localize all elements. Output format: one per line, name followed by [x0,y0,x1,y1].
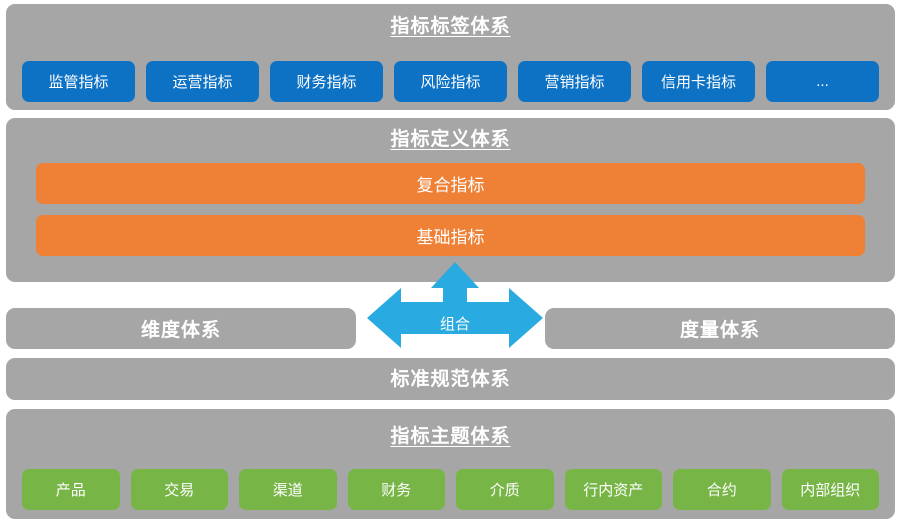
tag-chip-label: 监管指标 [48,74,109,91]
tag-chip-yingxiao[interactable]: 营销指标 [518,61,631,102]
subject-chip-label: 财务 [381,482,412,499]
tag-chip-caiwu[interactable]: 财务指标 [270,61,383,102]
subject-chip-label: 介质 [489,482,520,499]
subject-chip-label: 行内资产 [583,482,644,499]
tag-chip-more[interactable]: ... [766,61,879,102]
subject-chip-medium[interactable]: 介质 [456,469,554,510]
panel-tag-system-title: 指标标签体系 [390,16,511,37]
tag-chip-xinyongka[interactable]: 信用卡指标 [642,61,755,102]
subject-chip-label: 交易 [164,482,195,499]
bar-basic-indicator[interactable]: 基础指标 [36,215,865,256]
tag-chip-label: 财务指标 [296,74,357,91]
subject-chip-channel[interactable]: 渠道 [239,469,337,510]
panel-standard-system-title: 标准规范体系 [390,369,511,390]
subject-chip-label: 渠道 [272,482,303,499]
tag-chip-label: 信用卡指标 [660,74,736,91]
tag-chip-row: 监管指标 运营指标 财务指标 风险指标 营销指标 信用卡指标 ... [22,61,879,102]
tag-chip-label: 营销指标 [544,74,605,91]
subject-chip-internal-org[interactable]: 内部组织 [781,469,879,510]
subject-chip-label: 产品 [55,482,86,499]
subject-chip-product[interactable]: 产品 [22,469,120,510]
tag-chip-jianguan[interactable]: 监管指标 [22,61,135,102]
box-dimension-system-label: 维度体系 [140,320,221,341]
box-measure-system[interactable]: 度量体系 [545,308,895,349]
bar-composite-indicator[interactable]: 复合指标 [36,163,865,204]
box-measure-system-label: 度量体系 [679,320,760,341]
panel-standard-system: 标准规范体系 [6,358,895,400]
tag-chip-label: 风险指标 [420,74,481,91]
tag-chip-fengxian[interactable]: 风险指标 [394,61,507,102]
subject-chip-transaction[interactable]: 交易 [130,469,228,510]
panel-subject-system-title: 指标主题体系 [390,426,511,447]
panel-definition-system: 指标定义体系 复合指标 基础指标 [6,118,895,282]
subject-chip-row: 产品 交易 渠道 财务 介质 行内资产 合约 内部组织 [22,469,879,510]
combination-arrow-icon [367,262,543,348]
box-dimension-system[interactable]: 维度体系 [6,308,356,349]
panel-definition-system-title: 指标定义体系 [390,129,511,150]
subject-chip-label: 合约 [706,482,737,499]
subject-chip-contract[interactable]: 合约 [673,469,771,510]
panel-tag-system: 指标标签体系 监管指标 运营指标 财务指标 风险指标 营销指标 信用卡指标 ..… [6,4,895,110]
tag-chip-label: ... [816,73,829,90]
tag-chip-label: 运营指标 [172,74,233,91]
bar-label: 复合指标 [416,176,485,195]
tag-chip-yunying[interactable]: 运营指标 [146,61,259,102]
panel-subject-system: 指标主题体系 产品 交易 渠道 财务 介质 行内资产 合约 内部组织 [6,409,895,519]
subject-chip-label: 内部组织 [800,482,861,499]
bar-label: 基础指标 [416,228,485,247]
subject-chip-finance[interactable]: 财务 [347,469,445,510]
subject-chip-internal-assets[interactable]: 行内资产 [564,469,662,510]
